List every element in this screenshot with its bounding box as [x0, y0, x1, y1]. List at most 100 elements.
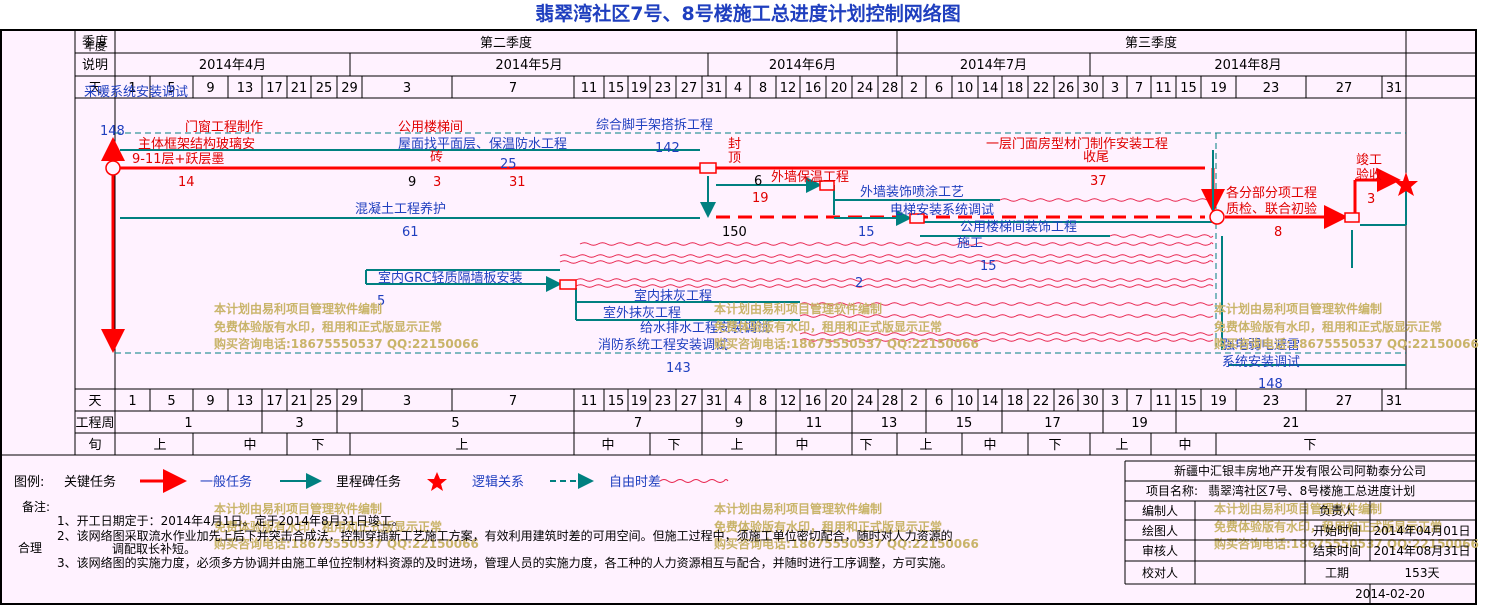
day-tick-top: 1: [128, 81, 136, 96]
day-tick-bottom: 4: [734, 394, 742, 409]
label-plaster-in: 室内抹灰工程: [634, 288, 712, 304]
label-dur2: 2: [855, 276, 863, 291]
day-tick-bottom: 17: [266, 394, 283, 409]
free-float-wave-5: [799, 302, 1214, 306]
day-tick-bottom: 23: [655, 394, 672, 409]
day-tick-top: 28: [882, 81, 899, 96]
info-project-label: 项目名称:: [1146, 483, 1198, 498]
week-label: 7: [634, 416, 642, 431]
node-sub: [1209, 209, 1225, 225]
label-spray: 外墙装饰喷涂工艺: [860, 184, 964, 200]
day-tick-top: 20: [831, 81, 848, 96]
watermark-4a: 本计划由易利项目管理软件编制: [214, 501, 382, 516]
period-label: 上: [730, 438, 743, 453]
period-row-label: 旬: [88, 438, 101, 453]
notes-side: 合理: [18, 540, 42, 555]
day-tick-top: 10: [957, 81, 974, 96]
label-dur61: 61: [402, 225, 419, 240]
info-drawer: 绘图人: [1142, 523, 1178, 538]
label-grc: 室内GRC轻质隔墙板安装: [378, 270, 523, 286]
day-tick-bottom: 20: [831, 394, 848, 409]
day-tick-bottom: 13: [237, 394, 254, 409]
day-tick-bottom: 7: [1135, 394, 1143, 409]
day-tick-bottom: 14: [982, 394, 999, 409]
info-date: 2014-02-20: [1355, 587, 1425, 601]
label-structure2: 9-11层+跃层墨: [132, 152, 224, 167]
period-label: 下: [311, 438, 324, 453]
day-tick-bottom: 1: [128, 394, 136, 409]
legend-wave: [659, 479, 729, 483]
period-label: 下: [1303, 438, 1316, 453]
node-start: [105, 160, 121, 176]
day-tick-top: 11: [1155, 81, 1172, 96]
day-tick-bottom: 19: [631, 394, 648, 409]
legend-logic: 逻辑关系: [472, 475, 524, 490]
label-water: 给水排水工程安装调试: [640, 321, 770, 336]
day-tick-top: 19: [1210, 81, 1227, 96]
label-dur3b: 3: [1367, 192, 1375, 207]
note-1: 1、开工日期定于：2014年4月1日。定于2014年8月31日竣工。: [57, 513, 404, 528]
month-label: 2014年4月: [199, 58, 266, 73]
label-power: 强电弱电避雷: [1222, 338, 1300, 353]
period-label: 下: [667, 438, 680, 453]
day-tick-bottom: 30: [1082, 394, 1099, 409]
period-label: 中: [983, 438, 996, 453]
node-accept: [1344, 212, 1360, 223]
watermark-4b: 免费体验版有水印，租用和正式版显示正常: [214, 519, 442, 534]
day-tick-top: 11: [581, 81, 598, 96]
watermark-5b: 免费体验版有水印，租用和正式版显示正常: [714, 519, 942, 534]
label-brick: 砖: [430, 150, 443, 165]
free-float-wave-2: [559, 260, 1214, 264]
day-tick-bottom: 7: [509, 394, 517, 409]
day-tick-top: 23: [655, 81, 672, 96]
free-float-wave-8: [999, 198, 1214, 202]
legend: 图例: 关键任务 一般任务 里程碑任务 逻辑关系 自由时差: [14, 469, 729, 493]
info-start-value: 2014年04月01日: [1373, 524, 1470, 538]
month-label: 2014年7月: [960, 58, 1027, 73]
week-label: 5: [451, 416, 459, 431]
week-label: 17: [1044, 416, 1061, 431]
day-tick-bottom: 11: [1155, 394, 1172, 409]
day-row-label-bottom: 天: [88, 394, 101, 409]
label-dur6: 6: [754, 174, 762, 189]
day-tick-top: 3: [1111, 81, 1119, 96]
day-row-label: 天: [88, 81, 101, 96]
watermark-2b: 免费体验版有水印，租用和正式版显示正常: [714, 319, 942, 334]
label-close: 收尾: [1083, 150, 1109, 165]
day-tick-top: 24: [857, 81, 874, 96]
legend-milestone: 里程碑任务: [336, 474, 401, 490]
day-tick-top: 8: [759, 81, 767, 96]
label-dur37: 37: [1090, 174, 1107, 189]
label-dur148b: 148: [1258, 377, 1283, 392]
label-stair: 公用楼梯间: [398, 120, 463, 135]
legend-free: 自由时差: [609, 475, 661, 490]
free-float-wave-6: [799, 314, 1214, 318]
free-float-wave-1: [559, 254, 1214, 258]
day-tick-top: 25: [316, 81, 333, 96]
day-tick-top: 6: [935, 81, 943, 96]
watermark-2a: 本计划由易利项目管理软件编制: [714, 301, 882, 316]
label-dur31: 31: [509, 175, 526, 190]
info-end-label: 结束时间: [1313, 544, 1361, 558]
day-tick-top: 2: [910, 81, 918, 96]
label-heating: 采暖系统安装调试: [84, 85, 188, 100]
day-tick-top: 15: [1180, 81, 1197, 96]
label-dur150: 150: [722, 225, 747, 240]
day-tick-top: 15: [608, 81, 625, 96]
day-tick-bottom: 8: [759, 394, 767, 409]
label-finish: 竣工: [1356, 153, 1382, 168]
week-label: 9: [735, 416, 743, 431]
day-tick-top: 31: [706, 81, 723, 96]
info-project-name: 翡翠湾社区7号、8号楼施工总进度计划: [1208, 483, 1415, 498]
week-label: 15: [956, 416, 973, 431]
day-tick-bottom: 24: [857, 394, 874, 409]
label-insul: 外墙保温工程: [771, 170, 849, 185]
day-tick-bottom: 12: [780, 394, 797, 409]
quarter-q3: 第三季度: [1125, 35, 1177, 51]
day-tick-top: 19: [631, 81, 648, 96]
label-scaffold: 综合脚手架搭拆工程: [596, 117, 713, 133]
notes-title: 备注:: [22, 499, 50, 514]
label-dur3: 3: [433, 175, 441, 190]
day-tick-bottom: 6: [935, 394, 943, 409]
